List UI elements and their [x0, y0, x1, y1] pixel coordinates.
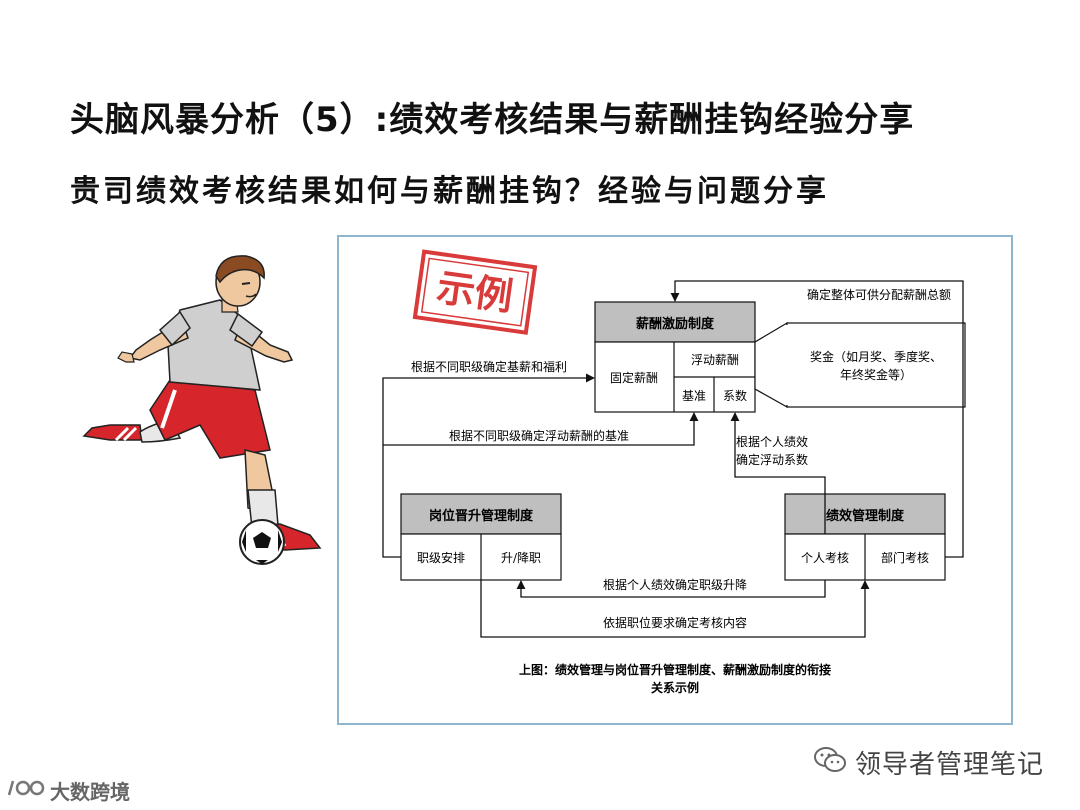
- slide-subtitle: 贵司绩效考核结果如何与薪酬挂钩？经验与问题分享: [70, 174, 829, 209]
- promote-demote-cell: 升/降职: [501, 551, 541, 565]
- label-base-benefits: 根据不同职级确定基薪和福利: [411, 359, 567, 374]
- salary-incentive-system-box: 薪酬激励制度 固定薪酬 浮动薪酬 基准 系数: [594, 301, 756, 413]
- department-review-cell: 部门考核: [881, 550, 929, 565]
- coefficient-cell: 系数: [723, 388, 747, 403]
- bonus-callout: 奖金（如月奖、季度奖、 年终奖金等）: [754, 321, 966, 409]
- fixed-pay-cell: 固定薪酬: [610, 370, 658, 385]
- process-diagram: 示例 薪酬激励制度 固定薪酬 浮动薪酬 基准 系数 奖金（如月奖、季度奖、 年终…: [337, 235, 1013, 725]
- salary-system-title: 薪酬激励制度: [636, 316, 715, 332]
- label-coef-line1: 根据个人绩效: [736, 434, 808, 449]
- grade-arrangement-cell: 职级安排: [417, 550, 465, 565]
- connector-lines: [382, 280, 964, 638]
- brand-watermark: 大数跨境: [6, 774, 130, 806]
- label-grade-change: 根据个人绩效确定职级升降: [603, 577, 747, 592]
- label-total-pool: 确定整体可供分配薪酬总额: [807, 287, 951, 302]
- brand-logo-icon: [6, 775, 46, 805]
- promotion-system-box: 岗位晋升管理制度 职级安排 升/降职: [400, 493, 562, 581]
- soccer-player-illustration: [70, 250, 340, 580]
- bonus-line1: 奖金（如月奖、季度奖、: [810, 349, 942, 364]
- brand-name: 大数跨境: [50, 779, 130, 804]
- label-review-content: 依据职位要求确定考核内容: [603, 615, 747, 630]
- stamp-label: 示例: [434, 264, 516, 319]
- wechat-icon: [813, 745, 847, 779]
- individual-review-cell: 个人考核: [801, 551, 849, 565]
- wechat-watermark: 领导者管理笔记: [813, 745, 1044, 780]
- bonus-line2: 年终奖金等）: [840, 367, 912, 382]
- slide-title: 头脑风暴分析（5）:绩效考核结果与薪酬挂钩经验分享: [70, 100, 915, 140]
- performance-system-box: 绩效管理制度 个人考核 部门考核: [784, 493, 946, 581]
- label-variable-base: 根据不同职级确定浮动薪酬的基准: [449, 428, 629, 443]
- wechat-account-name: 领导者管理笔记: [854, 749, 1044, 780]
- caption-line2: 关系示例: [651, 680, 699, 695]
- performance-system-title: 绩效管理制度: [826, 508, 905, 524]
- label-coef-line2: 确定浮动系数: [736, 452, 808, 467]
- caption-line1: 上图：绩效管理与岗位晋升管理制度、薪酬激励制度的衔接: [519, 662, 831, 677]
- base-cell: 基准: [682, 389, 706, 403]
- example-stamp: 示例: [412, 249, 538, 335]
- promotion-system-title: 岗位晋升管理制度: [429, 508, 534, 524]
- variable-pay-cell: 浮动薪酬: [691, 353, 739, 367]
